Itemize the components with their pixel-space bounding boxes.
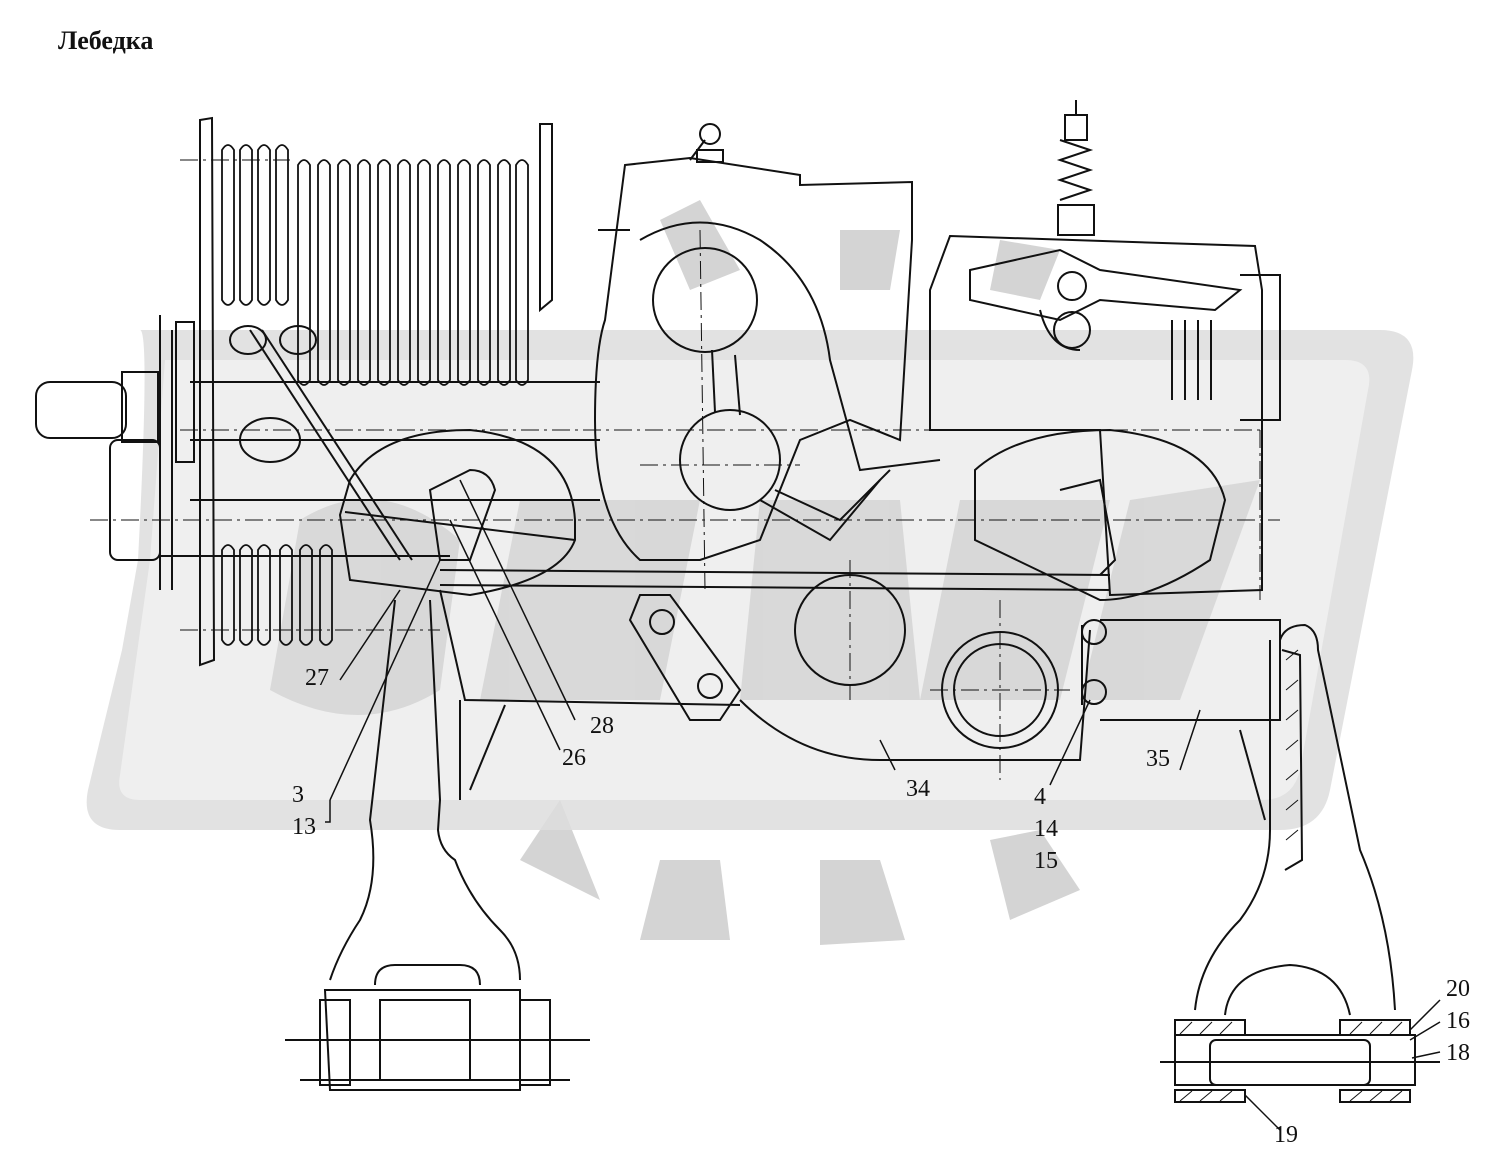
callout-18: 18 [1446, 1040, 1470, 1066]
callout-13: 13 [292, 814, 316, 840]
callout-labels: 27 28 26 3 13 34 4 14 15 35 20 16 18 19 [292, 665, 1470, 1148]
callout-20: 20 [1446, 976, 1470, 1002]
callout-19: 19 [1274, 1122, 1298, 1148]
callout-14: 14 [1034, 816, 1058, 842]
callout-27: 27 [305, 665, 329, 691]
callout-26: 26 [562, 745, 586, 771]
drawing-linework [35, 100, 1441, 1131]
section-hatching [1179, 649, 1403, 1102]
callout-28: 28 [590, 713, 614, 739]
callout-4: 4 [1034, 784, 1046, 810]
callout-3: 3 [292, 782, 304, 808]
callout-34: 34 [906, 776, 930, 802]
callout-35: 35 [1146, 746, 1170, 772]
callout-15: 15 [1034, 848, 1058, 874]
watermark-logo [86, 200, 1414, 945]
callout-16: 16 [1446, 1008, 1470, 1034]
page-title: Лебедка [58, 26, 154, 55]
